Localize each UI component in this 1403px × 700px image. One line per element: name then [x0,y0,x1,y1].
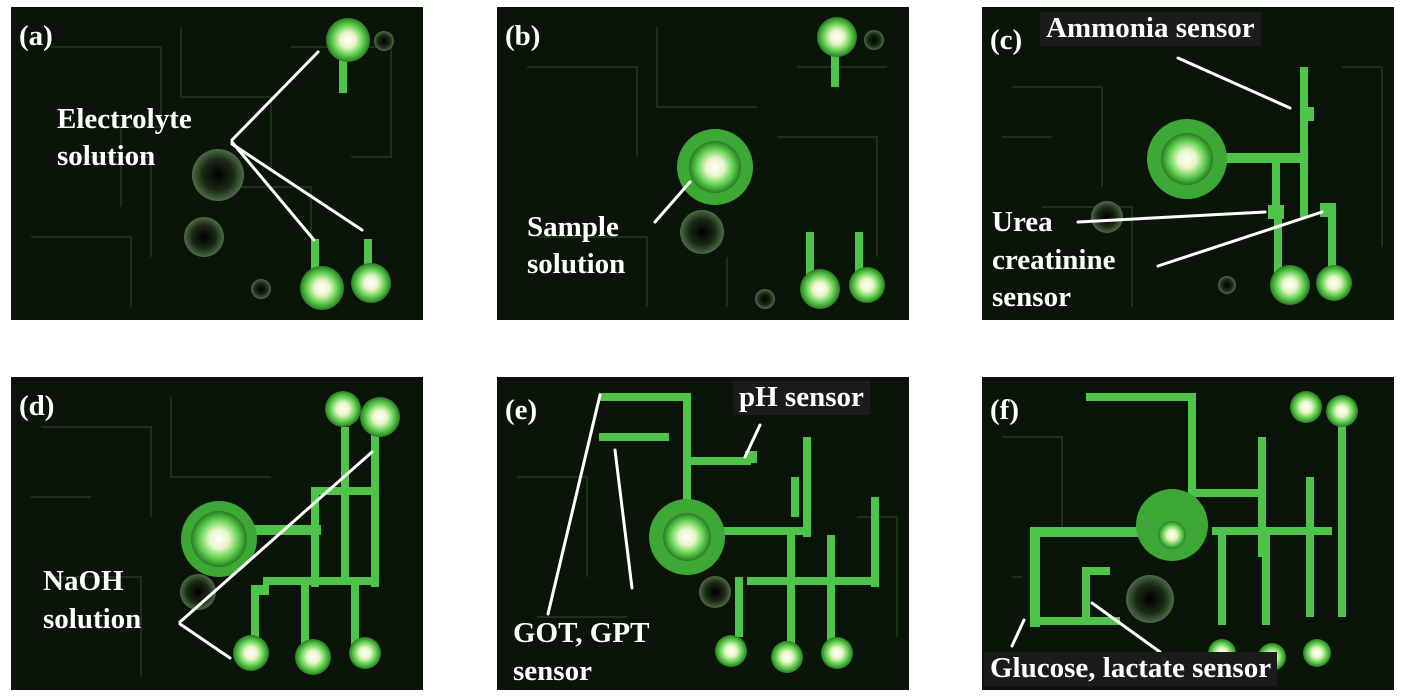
got-gpt-label-line2: sensor [513,655,592,687]
ph-sensor-label: pH sensor [733,381,870,416]
panel-d: (d) [11,377,423,690]
microfluidic-chip-image-c [1002,66,1383,307]
urea-label-line2: creatinine [992,244,1116,276]
microfluidic-chip-image-f [1002,391,1358,671]
panel-b: (b) [497,7,909,320]
microfluidic-chip-image-d [31,391,400,677]
urea-label-line1: Urea [992,206,1053,238]
panel-label: (b) [505,20,541,52]
panel-label: (f) [990,394,1019,426]
ammonia-sensor-label: Ammonia sensor [1040,12,1261,47]
electrolyte-label-line2: solution [57,140,156,172]
urea-label-line3: sensor [992,281,1071,313]
panel-label: (d) [19,390,55,422]
got-gpt-label-line1: GOT, GPT [513,617,650,649]
panel-label: (e) [505,394,538,426]
electrolyte-label-line1: Electrolyte [57,103,192,135]
sample-label-line1: Sample [527,211,619,243]
glucose-lactate-label: Glucose, lactate sensor [984,652,1278,687]
panel-label: (c) [990,24,1023,56]
naoh-label-line1: NaOH [43,565,124,597]
panel-f: (f) [982,377,1394,690]
microfluidic-chip-image-b [527,17,887,309]
naoh-label-line2: solution [43,603,142,635]
panel-label: (a) [19,20,53,52]
sample-label-line2: solution [527,248,626,280]
